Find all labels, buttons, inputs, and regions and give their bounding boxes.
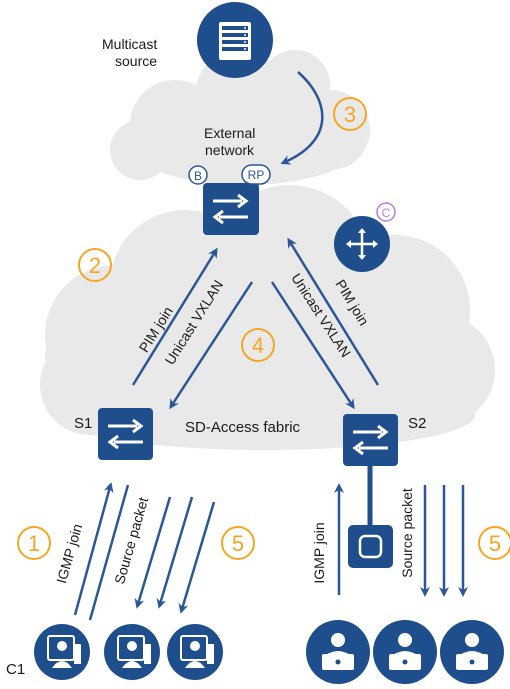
border-badge: B — [188, 165, 208, 185]
source-packet-left-line — [88, 484, 130, 621]
multicast-source-label: Multicast — [102, 36, 157, 52]
external-network-label-2: network — [205, 142, 255, 158]
external-network-label: External — [204, 125, 255, 141]
control-badge: C — [376, 202, 396, 222]
workstation-user-icon — [104, 624, 160, 680]
laptop-user-icon — [373, 620, 437, 684]
source-to-rp-arrow — [280, 71, 324, 165]
s1-switch-icon — [98, 408, 153, 460]
multicast-source-label-2: source — [115, 53, 157, 69]
step-badge — [17, 97, 510, 560]
border-switch-icon — [203, 183, 259, 235]
laptop-user-icon — [440, 620, 504, 684]
step-2-label: 2 — [89, 253, 101, 278]
source-packet-left-arrow-1 — [134, 496, 172, 609]
source-packet-left-arrow-2 — [156, 496, 194, 609]
laptop-user-icon — [306, 620, 370, 684]
c1-label: C1 — [6, 661, 25, 678]
unicast-vxlan-right-arrow — [270, 281, 355, 410]
pim-join-left-arrow — [131, 247, 218, 386]
unicast-vxlan-left-arrow — [169, 281, 254, 410]
s2-label: S2 — [408, 415, 426, 432]
fabric-label: SD-Access fabric — [185, 419, 301, 436]
control-badge-label: C — [382, 206, 391, 220]
igmp-join-left-arrow — [73, 482, 114, 616]
s1-label: S1 — [74, 415, 92, 432]
step-5-right-label: 5 — [489, 531, 501, 556]
igmp-join-right-label: IGMP join — [311, 522, 327, 583]
source-packet-right-label: Source packet — [399, 488, 415, 578]
rp-badge: RP — [241, 164, 271, 185]
step-5-left-label: 5 — [232, 531, 244, 556]
step-1-label: 1 — [28, 531, 40, 556]
border-badge-label: B — [194, 169, 202, 183]
source-packet-left-label: Source packet — [111, 495, 151, 586]
s2-switch-icon — [343, 414, 398, 466]
rp-badge-label: RP — [248, 168, 265, 182]
control-plane-router-icon — [334, 216, 390, 272]
workstation-user-icon — [34, 624, 90, 680]
pim-join-right-arrow — [287, 237, 380, 386]
step-4-label: 4 — [252, 333, 264, 358]
source-packet-left-arrow-3 — [178, 501, 216, 614]
multicast-source-server-icon — [197, 2, 273, 78]
external-network-cloud — [110, 50, 370, 185]
igmp-join-left-label: IGMP join — [53, 522, 85, 585]
access-point-icon — [348, 525, 393, 568]
workstation-user-icon — [167, 624, 223, 680]
step-3-label: 3 — [344, 102, 356, 127]
